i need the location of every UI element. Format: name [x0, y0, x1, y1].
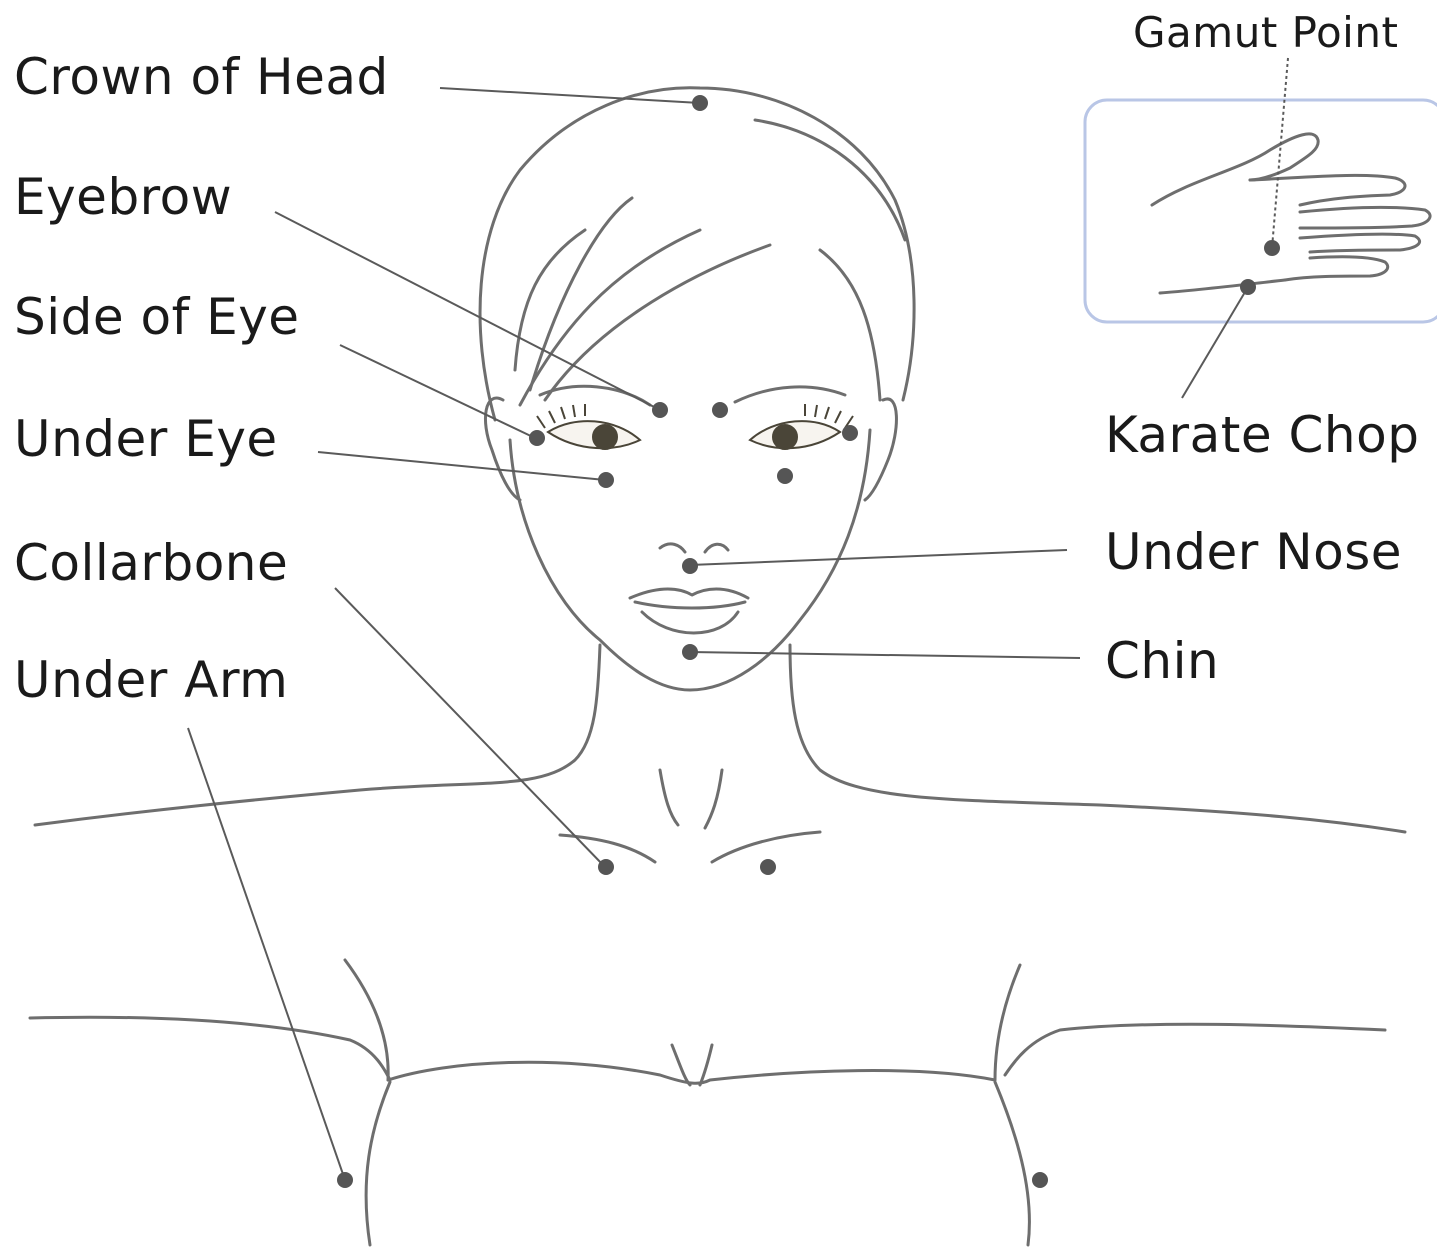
label-karate-chop: Karate Chop	[1105, 410, 1419, 460]
clavicle-left	[560, 835, 655, 862]
leader-under-arm	[188, 728, 345, 1180]
leader-eyebrow	[275, 212, 660, 410]
hand-thumb	[1152, 134, 1318, 205]
left-armpit	[345, 960, 388, 1080]
tap-point-eyebrow-right	[712, 402, 728, 418]
hand-inset-box	[1085, 100, 1437, 322]
tap-point-collarbone-right	[760, 859, 776, 875]
label-under-eye: Under Eye	[14, 414, 278, 464]
left-eye	[537, 404, 640, 449]
neck-tendon	[705, 770, 722, 828]
hair-outline	[480, 88, 914, 420]
label-eyebrow: Eyebrow	[14, 172, 232, 222]
right-armpit	[995, 965, 1020, 1080]
nose	[660, 544, 728, 552]
leader-gamut	[1272, 58, 1288, 248]
leader-collarbone	[335, 588, 605, 867]
torso-right	[995, 1082, 1029, 1245]
hand-finger	[1300, 234, 1420, 252]
tap-point-chin	[682, 644, 698, 660]
right-eye	[750, 404, 853, 449]
leader-karate-chop	[1182, 287, 1248, 398]
label-side-of-eye: Side of Eye	[14, 292, 300, 342]
hair-strand	[520, 230, 700, 405]
label-collarbone: Collarbone	[14, 538, 288, 588]
tap-point-karate-chop	[1240, 279, 1256, 295]
label-under-nose: Under Nose	[1105, 527, 1402, 577]
label-gamut-point: Gamut Point	[1133, 12, 1398, 54]
hand-wrist	[1160, 280, 1285, 293]
hand-finger	[1300, 207, 1430, 228]
tap-point-under-arm-right	[1032, 1172, 1048, 1188]
neck-tendon	[660, 770, 678, 825]
tap-point-crown	[692, 95, 708, 111]
hand-finger	[1285, 257, 1388, 280]
label-crown-of-head: Crown of Head	[14, 52, 389, 102]
neck-right	[790, 645, 1405, 832]
clavicle-right	[712, 832, 820, 862]
leader-under-eye	[318, 452, 605, 480]
leader-chin	[690, 652, 1080, 658]
leader-side-eye	[340, 345, 535, 438]
tap-point-collarbone-left	[598, 859, 614, 875]
right-eyebrow	[735, 387, 845, 402]
hair-strand	[515, 230, 585, 370]
label-chin: Chin	[1105, 636, 1219, 686]
chest-top	[388, 1062, 995, 1083]
lower-lip	[642, 612, 738, 633]
tap-point-under-eye-left	[598, 472, 614, 488]
lip-line	[635, 602, 745, 608]
leader-under-nose	[690, 550, 1067, 565]
left-arm	[30, 1017, 390, 1080]
tap-point-gamut	[1264, 240, 1280, 256]
hand-finger	[1250, 175, 1405, 205]
hair-strand	[820, 250, 880, 400]
tap-point-side-eye-left	[529, 430, 545, 446]
tap-point-under-nose	[682, 558, 698, 574]
label-under-arm: Under Arm	[14, 655, 288, 705]
tap-point-under-arm-left	[337, 1172, 353, 1188]
tap-point-under-eye-right	[777, 468, 793, 484]
tap-point-eyebrow-left	[652, 402, 668, 418]
tap-point-side-eye-right	[842, 425, 858, 441]
upper-lip	[630, 589, 748, 598]
right-arm	[1005, 1024, 1385, 1075]
torso-left	[366, 1082, 390, 1245]
